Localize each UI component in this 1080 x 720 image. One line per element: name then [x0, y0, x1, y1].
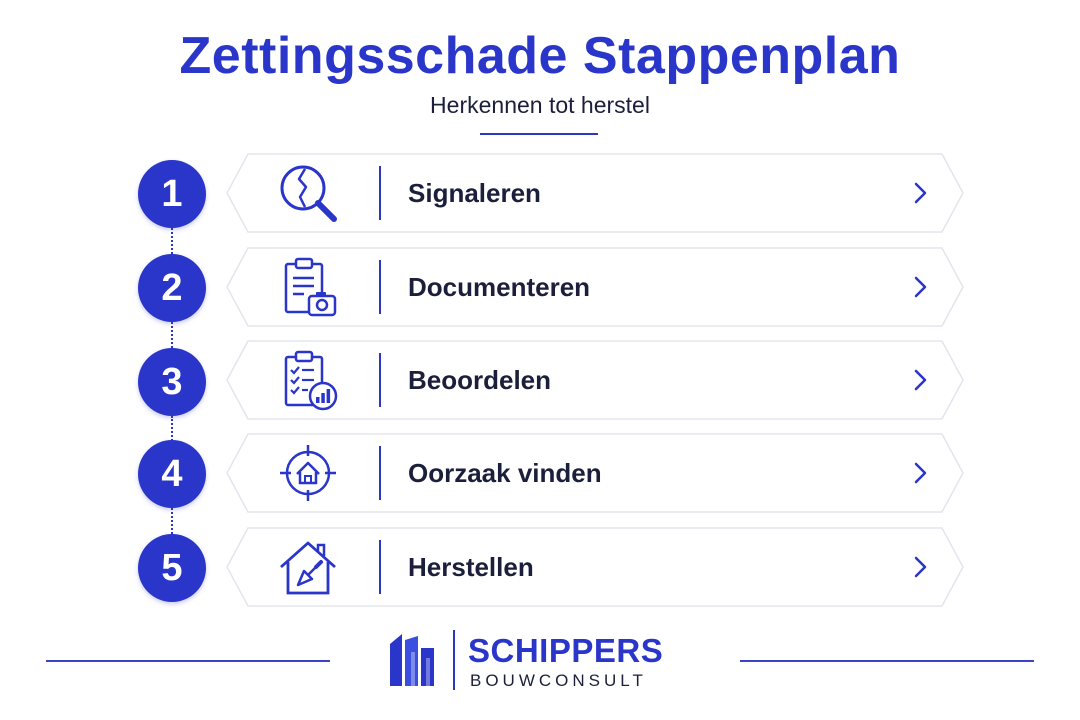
brand-subtitle: BOUWCONSULT [470, 671, 647, 690]
card-divider [379, 260, 381, 314]
step-card-documenteren[interactable]: Documenteren [226, 247, 964, 327]
step-connector [171, 508, 173, 538]
subtitle-underline [480, 133, 598, 135]
step-label: Beoordelen [408, 364, 552, 395]
chevron-right-icon[interactable] [906, 459, 934, 487]
clipboard-camera-icon [284, 257, 337, 317]
card-divider [379, 353, 381, 407]
footer-line-right [740, 660, 1034, 662]
card-outline [226, 433, 964, 513]
chevron-right-icon[interactable] [906, 179, 934, 207]
step-number-badge: 5 [138, 534, 206, 602]
step-label: Herstellen [408, 551, 534, 582]
step-card-beoordelen[interactable]: Beoordelen [226, 340, 964, 420]
card-divider [379, 540, 381, 594]
target-house-icon [280, 445, 336, 501]
step-label: Signaleren [408, 177, 541, 208]
step-number-badge: 2 [138, 254, 206, 322]
house-trowel-icon [280, 541, 336, 595]
checklist-chart-icon [284, 350, 338, 411]
page-title: Zettingsschade Stappenplan [179, 27, 901, 85]
step-connector [171, 416, 173, 444]
card-outline [226, 527, 964, 607]
logo-divider [453, 630, 455, 690]
step-number-badge: 1 [138, 160, 206, 228]
brand-name: SCHIPPERS [468, 632, 664, 669]
card-outline [226, 247, 964, 327]
step-connector [171, 322, 173, 352]
chevron-right-icon[interactable] [906, 273, 934, 301]
step-card-herstellen[interactable]: Herstellen [226, 527, 964, 607]
chevron-right-icon[interactable] [906, 366, 934, 394]
step-number-badge: 4 [138, 440, 206, 508]
card-divider [379, 446, 381, 500]
step-label: Oorzaak vinden [408, 457, 602, 488]
step-number-badge: 3 [138, 348, 206, 416]
card-divider [379, 166, 381, 220]
step-label: Documenteren [408, 271, 591, 302]
chevron-right-icon[interactable] [906, 553, 934, 581]
step-card-oorzaak-vinden[interactable]: Oorzaak vinden [226, 433, 964, 513]
card-outline [226, 153, 964, 233]
magnifier-crack-icon [280, 165, 337, 222]
building-logo-icon [390, 634, 434, 686]
card-outline [226, 340, 964, 420]
page-subtitle: Herkennen tot herstel [430, 92, 650, 118]
footer-line-left [46, 660, 330, 662]
step-card-signaleren[interactable]: Signaleren [226, 153, 964, 233]
step-connector [171, 228, 173, 258]
